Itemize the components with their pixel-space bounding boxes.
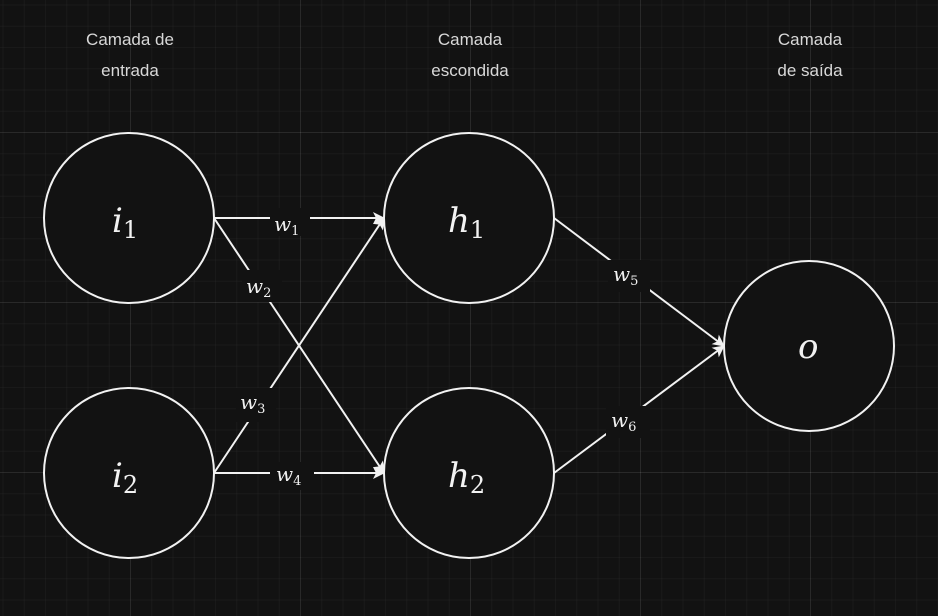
weight-w3: w3	[240, 390, 265, 417]
node-h1: h1	[383, 132, 555, 304]
layer-title-output: Camada de saída	[710, 24, 910, 86]
weight-w4: w4	[276, 462, 301, 489]
layer-title-hidden-line2: escondida	[431, 61, 509, 80]
weight-w5: w5	[613, 262, 638, 289]
weight-w1: w1	[274, 212, 299, 239]
node-o: o	[723, 260, 895, 432]
layer-title-output-line2: de saída	[777, 61, 843, 80]
svg-text:h1: h1	[448, 201, 485, 244]
layer-title-hidden: Camada escondida	[370, 24, 570, 86]
weight-w2: w2	[246, 274, 271, 301]
edge-i2-h1	[213, 217, 385, 474]
svg-text:h2: h2	[448, 456, 485, 499]
node-i2: i2	[43, 387, 215, 559]
layer-title-input-line2: entrada	[101, 61, 159, 80]
svg-text:o: o	[798, 327, 818, 367]
layer-title-input-line1: Camada de	[86, 30, 174, 49]
layer-title-hidden-line1: Camada	[437, 30, 503, 49]
layer-title-output-line1: Camada	[777, 30, 843, 49]
layer-title-input: Camada de entrada	[30, 24, 230, 86]
svg-text:i1: i1	[112, 201, 138, 244]
weight-w6: w6	[611, 408, 636, 435]
node-h2: h2	[383, 387, 555, 559]
node-i1: i1	[43, 132, 215, 304]
svg-text:i2: i2	[112, 456, 138, 499]
